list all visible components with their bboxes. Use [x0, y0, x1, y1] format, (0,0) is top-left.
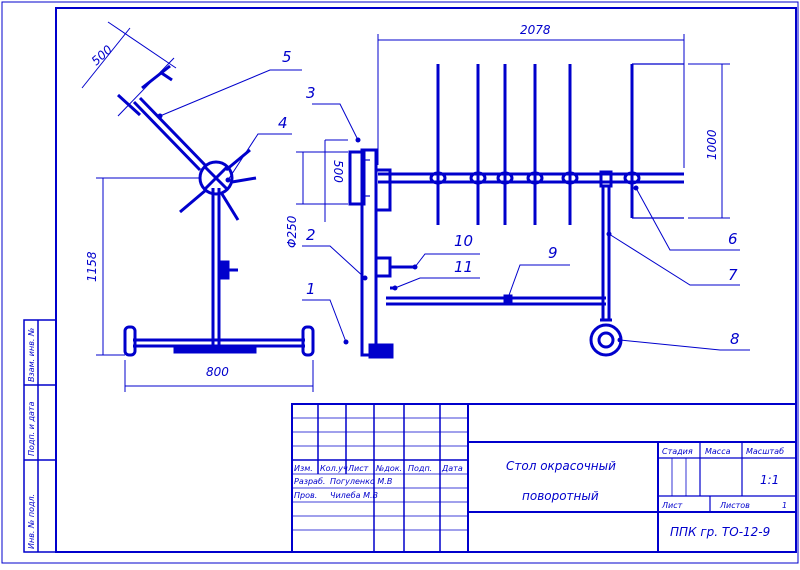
tb-sheets-value: 1 — [782, 501, 787, 510]
front-view-table — [348, 63, 684, 359]
tb-prov: Пров. — [294, 491, 317, 500]
tb-org: ППК гр. ТО-12-9 — [670, 525, 770, 539]
tb-stage-label: Стадия — [662, 447, 693, 456]
tb-razrab: Разраб. — [294, 477, 325, 486]
leader-4: 4 — [278, 114, 288, 132]
side-stamp-2: Подп. и дата — [27, 401, 36, 456]
dim-diameter: Φ250 — [285, 215, 299, 248]
tb-scale-value: 1:1 — [760, 473, 779, 487]
leader-11: 11 — [454, 258, 473, 276]
leader-5: 5 — [282, 48, 292, 66]
dim-1000: 1000 — [705, 129, 719, 160]
dim-500-basket: 500 — [331, 160, 345, 183]
leader-10: 10 — [454, 232, 473, 250]
side-stamp — [23, 319, 57, 553]
tb-scale-label: Масштаб — [746, 447, 784, 456]
leader-dots — [157, 113, 639, 345]
leader-lines — [159, 69, 750, 351]
tb-person-2: Чилеба М.В — [330, 491, 378, 500]
leader-6: 6 — [728, 230, 738, 248]
tb-person-1: Погуленко М.В — [330, 477, 392, 486]
tb-name-line2: поворотный — [522, 489, 599, 503]
tb-col-ndok: №док. — [375, 464, 402, 473]
leader-9: 9 — [548, 244, 558, 262]
tb-col-list: Лист — [347, 464, 369, 473]
tb-col-kol: Кол.уч — [320, 464, 348, 473]
tb-sheet-label: Лист — [661, 501, 683, 510]
tb-sheets-label: Листов — [719, 501, 750, 510]
side-view-stand — [116, 64, 315, 357]
tb-col-data: Дата — [441, 464, 463, 473]
dim-2078: 2078 — [520, 23, 551, 37]
leader-1: 1 — [306, 280, 316, 298]
tb-name-line1: Стол окрасочный — [506, 459, 616, 473]
title-block — [291, 403, 797, 553]
side-stamp-1: Взам. инв. № — [27, 328, 36, 382]
dim-1158: 1158 — [85, 251, 99, 282]
dimension-lines — [81, 21, 730, 392]
leader-8: 8 — [730, 330, 740, 348]
tb-mass-label: Масса — [705, 447, 731, 456]
dim-800: 800 — [206, 365, 229, 379]
leader-2: 2 — [306, 226, 316, 244]
tb-col-izm: Изм. — [294, 464, 313, 473]
leader-7: 7 — [728, 266, 738, 284]
tb-col-podp: Подп. — [408, 464, 432, 473]
dim-500-arm: 500 — [89, 42, 116, 68]
side-stamp-3: Инв. № подл. — [27, 494, 36, 549]
leader-3: 3 — [306, 84, 316, 102]
